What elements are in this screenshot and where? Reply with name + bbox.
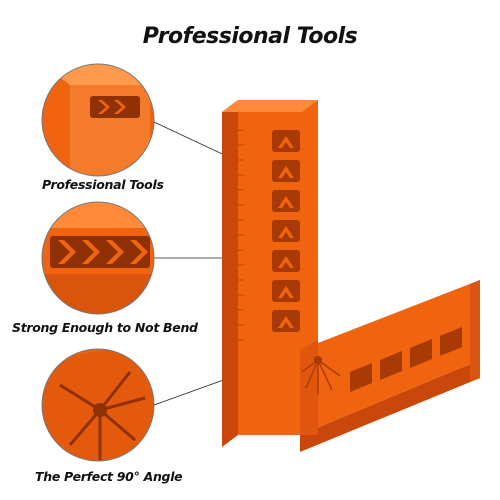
callout-circle-side-grid xyxy=(41,201,155,315)
callout-label-professional-tools: Professional Tools xyxy=(42,177,164,192)
callout-label-strong-enough: Strong Enough to Not Bend xyxy=(12,320,198,335)
page-title: Professional Tools xyxy=(142,24,358,49)
callout-circle-corner xyxy=(41,348,155,462)
corner-clamp-square xyxy=(222,100,480,452)
callout-label-perfect-angle: The Perfect 90° Angle xyxy=(35,469,183,484)
callout-circle-end-face xyxy=(41,63,155,177)
